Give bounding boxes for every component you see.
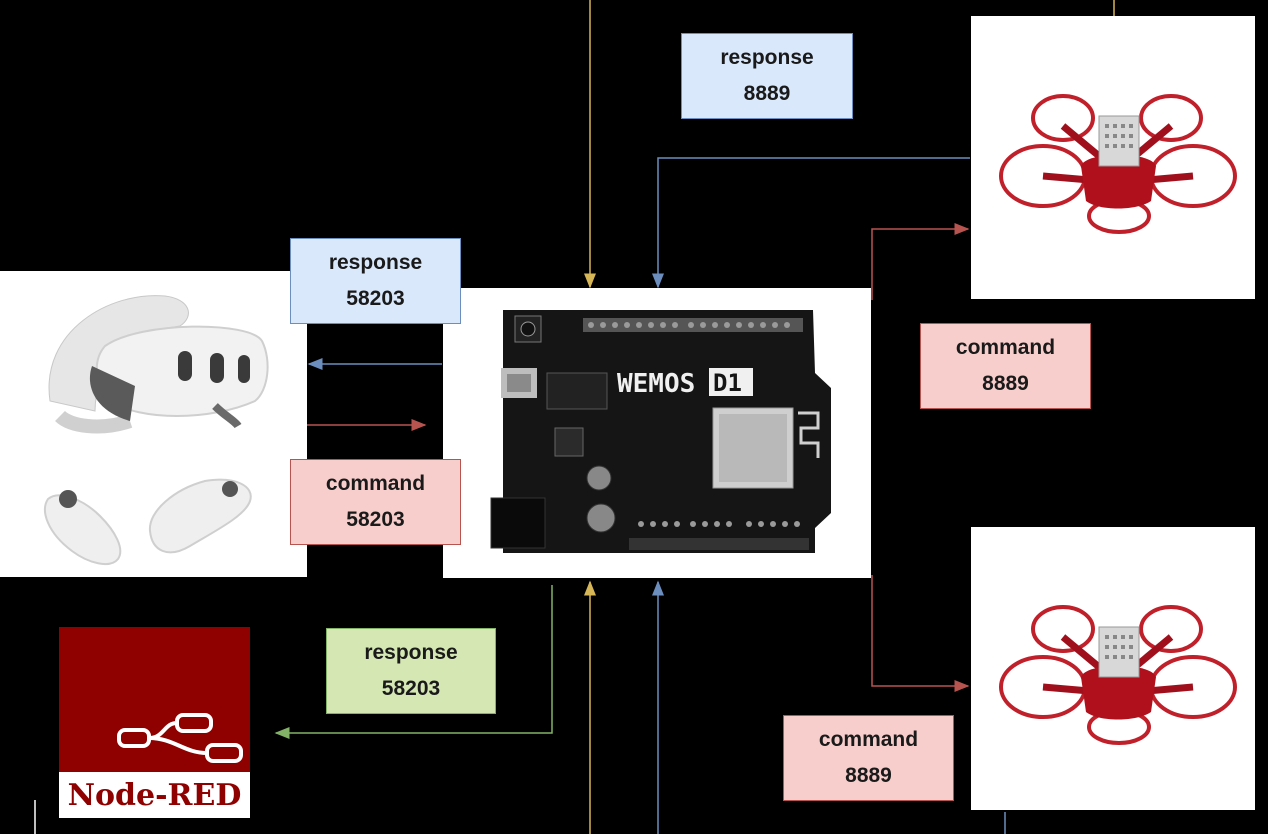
command-label-drone2: command 8889	[783, 715, 954, 801]
label-port: 8889	[743, 82, 791, 105]
wire-drone1-response	[652, 157, 970, 289]
label-title: command	[325, 472, 426, 495]
command-label-headset: command 58203	[290, 459, 461, 545]
label-title: response	[720, 46, 814, 69]
response-label-headset: response 58203	[290, 238, 461, 324]
drone-icon	[999, 94, 1237, 234]
label-port: 58203	[381, 677, 441, 700]
label-title: command	[818, 728, 919, 751]
wire-nodered-response	[274, 585, 553, 739]
response-label-top: response 8889	[681, 33, 853, 119]
label-title: response	[364, 641, 458, 664]
wemos-board-panel: WEMOS D1	[443, 288, 871, 578]
vr-headset-icon	[48, 295, 269, 434]
drone-panel-1	[971, 16, 1255, 299]
drone-icon	[999, 605, 1237, 745]
response-label-nodered: response 58203	[326, 628, 496, 714]
label-port: 8889	[845, 764, 892, 787]
label-port: 58203	[346, 287, 405, 310]
label-title: command	[955, 336, 1056, 359]
label-port: 58203	[346, 508, 405, 531]
board-model-text: D1	[713, 369, 742, 397]
board-brand-text: WEMOS	[617, 369, 695, 399]
node-red-logo: Node-RED	[59, 627, 250, 818]
wemos-d1-board-icon: WEMOS D1	[490, 310, 831, 553]
vr-headset-panel	[0, 271, 307, 577]
node-red-flow-icon	[117, 713, 243, 763]
command-label-drone1: command 8889	[920, 323, 1091, 409]
wire-drone1-command	[871, 223, 970, 300]
vr-controller-icon	[44, 478, 252, 566]
drone-panel-2	[971, 527, 1255, 810]
node-red-brand: Node-RED	[59, 772, 250, 818]
wire-drone2-command	[871, 575, 970, 692]
label-title: response	[328, 251, 423, 274]
label-port: 8889	[982, 372, 1029, 395]
